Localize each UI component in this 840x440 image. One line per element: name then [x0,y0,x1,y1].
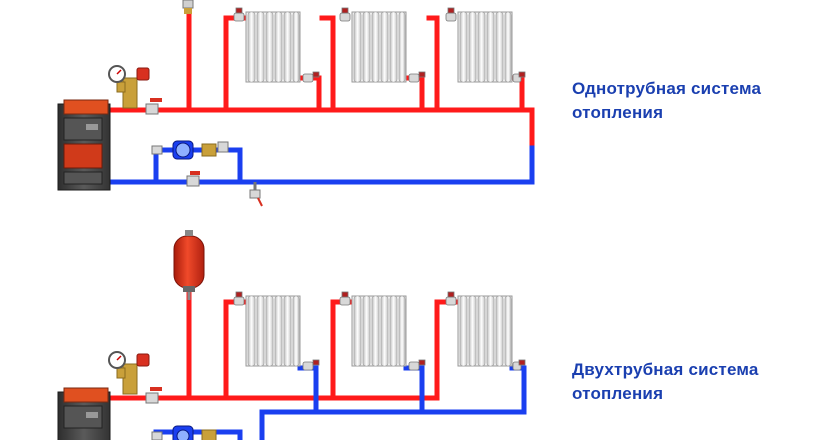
safety-group-bottom [108,351,150,395]
caption-line-2: отопления [572,384,664,403]
radiator-valves-bottom [233,291,526,371]
safety-group-top [108,65,150,109]
radiator-1-top [245,11,301,83]
one-pipe-system [57,0,535,207]
caption-line-1: Однотрубная система [572,79,762,98]
two-pipe-system [57,230,527,440]
radiator-valves-top [233,7,526,83]
caption-line-1: Двухтрубная система [572,360,759,379]
return-pipes-bottom [153,365,527,440]
circulation-pump-bottom [151,425,217,440]
circulation-pump-top [151,140,229,187]
one-pipe-system-caption: Однотрубная система отопления [572,77,761,125]
boiler-top [57,99,111,191]
supply-valve-top [145,98,162,115]
supply-valve-bottom [145,387,162,404]
radiator-3-top [457,11,513,83]
radiator-1-bottom [245,295,301,367]
radiator-2-top [351,11,407,83]
expansion-tank [173,230,205,300]
drain-valve-top [249,182,263,207]
return-pipes-top [107,145,535,185]
two-pipe-system-caption: Двухтрубная система отопления [572,358,759,406]
radiator-2-bottom [351,295,407,367]
radiator-3-bottom [457,295,513,367]
boiler-bottom [57,387,111,440]
air-vent-top [182,0,194,14]
caption-line-2: отопления [572,103,664,122]
